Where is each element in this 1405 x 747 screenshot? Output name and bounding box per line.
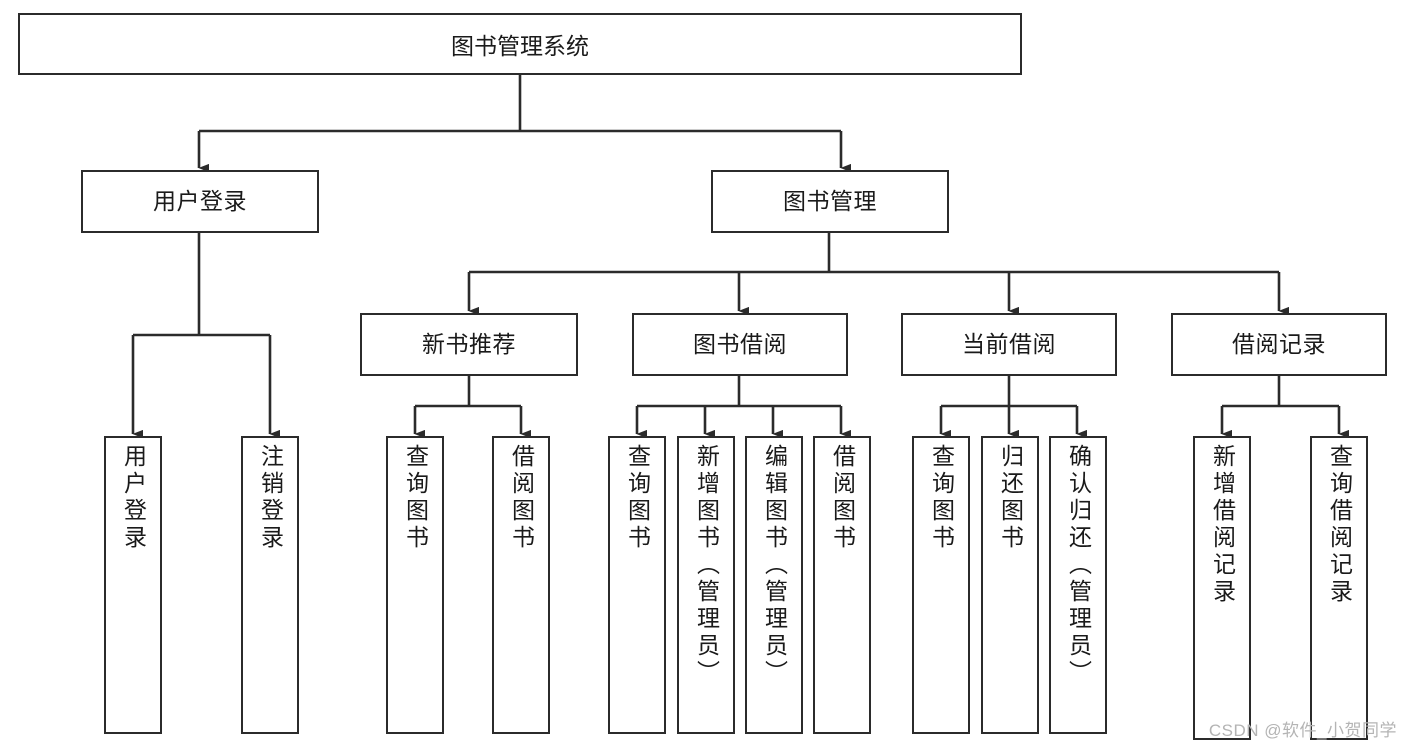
node-leaf-add-book[interactable]: 新增图书（管理员） [677, 436, 735, 734]
node-user-login[interactable]: 用户登录 [81, 170, 319, 233]
node-label: 用户登录 [120, 444, 147, 552]
node-label: 借阅记录 [1232, 331, 1326, 358]
node-label: 编辑图书（管理员） [761, 444, 788, 687]
node-leaf-query-book-3[interactable]: 查询图书 [912, 436, 970, 734]
node-book-management[interactable]: 图书管理 [711, 170, 949, 233]
node-label: 查询图书 [928, 444, 955, 552]
node-label: 注销登录 [257, 444, 284, 552]
node-label: 新增图书（管理员） [693, 444, 720, 687]
node-leaf-query-book-1[interactable]: 查询图书 [386, 436, 444, 734]
node-label: 归还图书 [997, 444, 1024, 552]
node-leaf-return-book[interactable]: 归还图书 [981, 436, 1039, 734]
node-label: 用户登录 [153, 188, 247, 215]
node-label: 查询图书 [624, 444, 651, 552]
node-label: 借阅图书 [508, 444, 535, 552]
node-label: 借阅图书 [829, 444, 856, 552]
node-new-book-recommendation[interactable]: 新书推荐 [360, 313, 578, 376]
node-label: 新书推荐 [422, 331, 516, 358]
node-leaf-borrow-book-1[interactable]: 借阅图书 [492, 436, 550, 734]
node-leaf-logout[interactable]: 注销登录 [241, 436, 299, 734]
csdn-watermark: CSDN @软件_小贺同学 [1208, 721, 1397, 740]
node-leaf-confirm-return[interactable]: 确认归还（管理员） [1049, 436, 1107, 734]
node-root-book-management-system[interactable]: 图书管理系统 [18, 13, 1022, 75]
node-leaf-add-borrow-record[interactable]: 新增借阅记录 [1193, 436, 1251, 740]
node-label: 图书管理 [783, 188, 877, 215]
node-label: 查询借阅记录 [1326, 444, 1353, 606]
node-leaf-borrow-book-2[interactable]: 借阅图书 [813, 436, 871, 734]
node-label: 图书管理系统 [451, 33, 589, 59]
node-current-borrow[interactable]: 当前借阅 [901, 313, 1117, 376]
node-borrow-record[interactable]: 借阅记录 [1171, 313, 1387, 376]
node-leaf-query-borrow-record[interactable]: 查询借阅记录 [1310, 436, 1368, 740]
node-leaf-query-book-2[interactable]: 查询图书 [608, 436, 666, 734]
node-book-borrow[interactable]: 图书借阅 [632, 313, 848, 376]
node-label: 当前借阅 [962, 331, 1056, 358]
node-leaf-user-login[interactable]: 用户登录 [104, 436, 162, 734]
node-label: 查询图书 [402, 444, 429, 552]
node-label: 确认归还（管理员） [1065, 444, 1092, 687]
node-leaf-edit-book[interactable]: 编辑图书（管理员） [745, 436, 803, 734]
node-label: 图书借阅 [693, 331, 787, 358]
node-label: 新增借阅记录 [1209, 444, 1236, 606]
